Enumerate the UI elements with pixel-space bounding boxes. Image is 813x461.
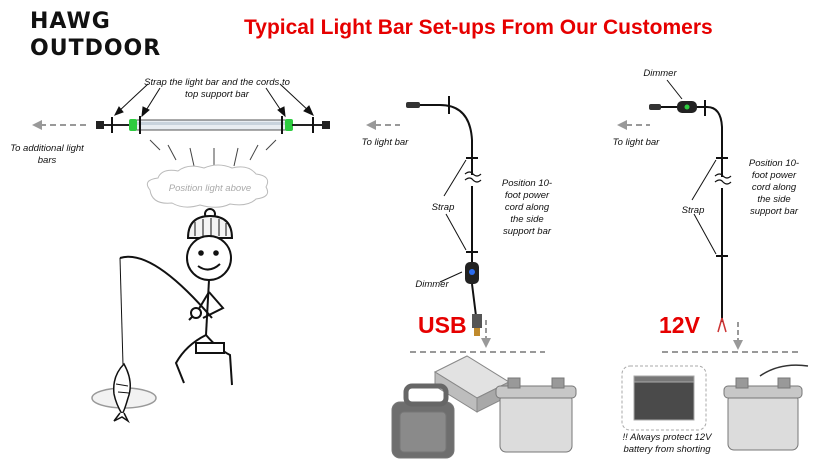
usb-to-light-bar-label: To light bar [361, 137, 409, 148]
usb-portable-station [391, 383, 455, 459]
usb-label: USB [418, 312, 467, 338]
v12-position-note: Position 10-foot power cord along the si… [748, 158, 800, 217]
light-bar [96, 116, 330, 134]
usb-down-arrow [410, 320, 545, 353]
logo-line-1: HAWG [30, 9, 111, 34]
v12-small-battery-box [621, 365, 707, 431]
usb-position-note: Position 10-foot power cord along the si… [501, 178, 553, 237]
usb-power-bank [433, 355, 511, 413]
light-rays [149, 139, 277, 168]
fish-and-ice-hole [91, 362, 157, 424]
logo: HAWG OUTDOOR [30, 10, 161, 62]
cloud-shape [146, 164, 269, 208]
v12-pointers [666, 79, 717, 255]
usb-strap-label: Strap [431, 202, 455, 213]
usb-cord [406, 96, 482, 336]
additional-arrow [32, 120, 90, 130]
v12-down-arrow [662, 322, 800, 353]
strap-pointers [113, 83, 314, 118]
v12-dimmer-label: Dimmer [643, 68, 677, 79]
v12-strap-label: Strap [681, 205, 705, 216]
v12-to-lightbar-arrow [617, 120, 650, 130]
strap-note: Strap the light bar and the cords to top… [144, 77, 290, 100]
usb-dimmer-label: Dimmer [415, 279, 449, 290]
usb-to-lightbar-arrow [366, 120, 400, 130]
v12-to-light-bar-label: To light bar [612, 137, 660, 148]
logo-line-2: OUTDOOR [30, 36, 162, 61]
cloud-label: Position light above [168, 183, 252, 194]
v12-label: 12V [659, 312, 700, 338]
additional-light-bars-label: To additional light bars [10, 143, 84, 166]
v12-battery [723, 364, 809, 451]
usb-strap-pointers [439, 159, 467, 283]
usb-battery [495, 377, 577, 453]
v12-cord [649, 100, 732, 333]
fisherman [119, 208, 234, 386]
v12-warning: !! Always protect 12V battery from short… [622, 432, 712, 455]
page-title: Typical Light Bar Set-ups From Our Custo… [244, 16, 713, 39]
